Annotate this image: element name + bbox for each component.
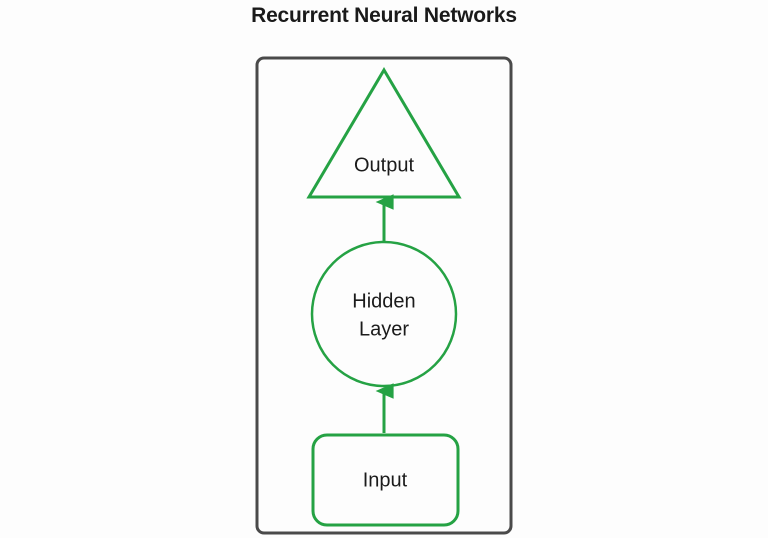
hidden-layer-circle (310, 240, 458, 388)
network-container (255, 56, 513, 535)
output-triangle (306, 67, 462, 199)
hidden-layer-label-line1: Hidden (352, 290, 415, 312)
output-label: Output (354, 154, 414, 176)
hidden-layer-label-line2: Layer (359, 318, 409, 340)
input-label: Input (363, 469, 408, 491)
input-box (311, 433, 460, 527)
page-title: Recurrent Neural Networks (251, 4, 517, 27)
